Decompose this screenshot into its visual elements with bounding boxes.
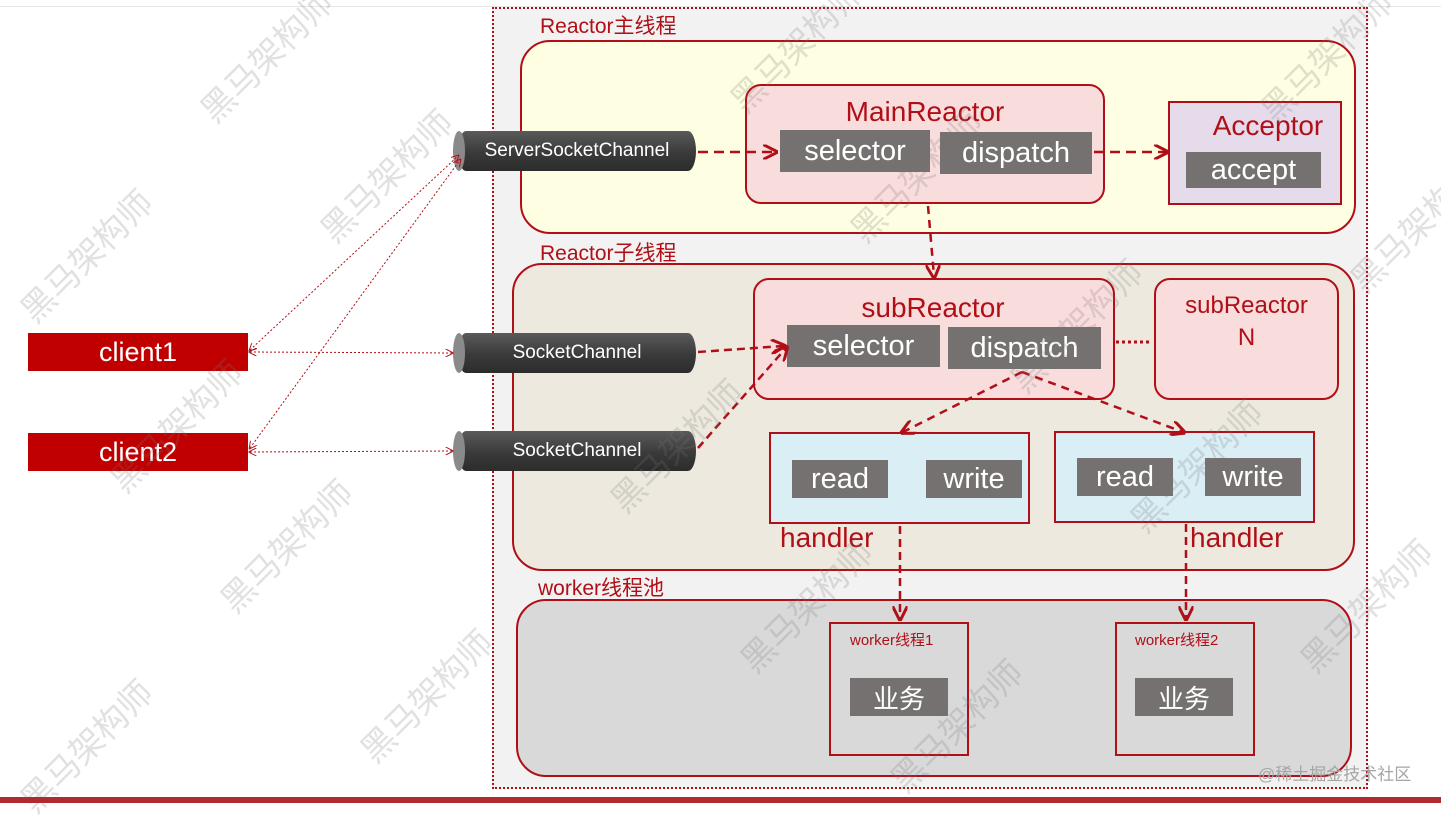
client1-to-socket1 xyxy=(250,352,452,353)
accept-box: accept xyxy=(1186,152,1321,188)
client1-to-server xyxy=(250,156,458,350)
handler-1-write: write xyxy=(926,460,1022,498)
socket-channel-2: SocketChannel xyxy=(453,431,696,471)
client2-to-server xyxy=(250,160,460,448)
worker-2-title: worker线程2 xyxy=(1135,632,1219,649)
socket1-to-sub-selector xyxy=(697,346,783,352)
dispatch-to-handler-2 xyxy=(1021,370,1183,432)
dispatch-to-handler-1 xyxy=(903,370,1023,432)
sub-reactor-n-text: subReactor N xyxy=(1154,290,1339,354)
site-credit: @稀土掘金技术社区 xyxy=(1258,765,1412,784)
main-thread-label: Reactor主线程 xyxy=(540,15,677,38)
worker-1-title: worker线程1 xyxy=(850,632,934,649)
worker-pool-label: worker线程池 xyxy=(538,577,665,600)
acceptor-title: Acceptor xyxy=(1212,110,1324,141)
top-divider xyxy=(0,6,1441,7)
socket-channel-2-label: SocketChannel xyxy=(512,440,642,461)
server-socket-channel: ServerSocketChannel xyxy=(453,131,696,171)
handler-2-read: read xyxy=(1077,458,1173,496)
sub-reactor-n-line2: N xyxy=(1237,324,1256,351)
connector-arrows xyxy=(0,0,1441,803)
handler-2-label: handler xyxy=(1190,522,1284,553)
worker-1-task: 业务 xyxy=(850,678,948,716)
sub-reactor-n-line1: subReactor xyxy=(1185,292,1308,319)
sub-reactor-title: subReactor xyxy=(861,292,1005,323)
main-reactor-to-sub-reactor xyxy=(928,205,934,276)
socket-channel-1-label: SocketChannel xyxy=(512,342,642,363)
main-dispatch-box: dispatch xyxy=(940,132,1092,174)
handler-2-write: write xyxy=(1205,458,1301,496)
sub-selector-box: selector xyxy=(787,325,940,367)
worker-2-task: 业务 xyxy=(1135,678,1233,716)
sub-reactor-n-box xyxy=(1154,278,1339,400)
socket2-to-sub-selector xyxy=(697,348,786,449)
main-selector-box: selector xyxy=(780,130,930,172)
handler-1-read: read xyxy=(792,460,888,498)
main-reactor-title: MainReactor xyxy=(845,96,1005,127)
client2-to-socket2 xyxy=(250,451,452,452)
client-2: client2 xyxy=(28,433,248,471)
sub-dispatch-box: dispatch xyxy=(948,327,1101,369)
server-socket-channel-label: ServerSocketChannel xyxy=(484,140,670,161)
handler-1-label: handler xyxy=(780,522,874,553)
sub-thread-label: Reactor子线程 xyxy=(540,242,677,265)
client-1: client1 xyxy=(28,333,248,371)
bottom-bar xyxy=(0,797,1441,803)
socket-channel-1: SocketChannel xyxy=(453,333,696,373)
